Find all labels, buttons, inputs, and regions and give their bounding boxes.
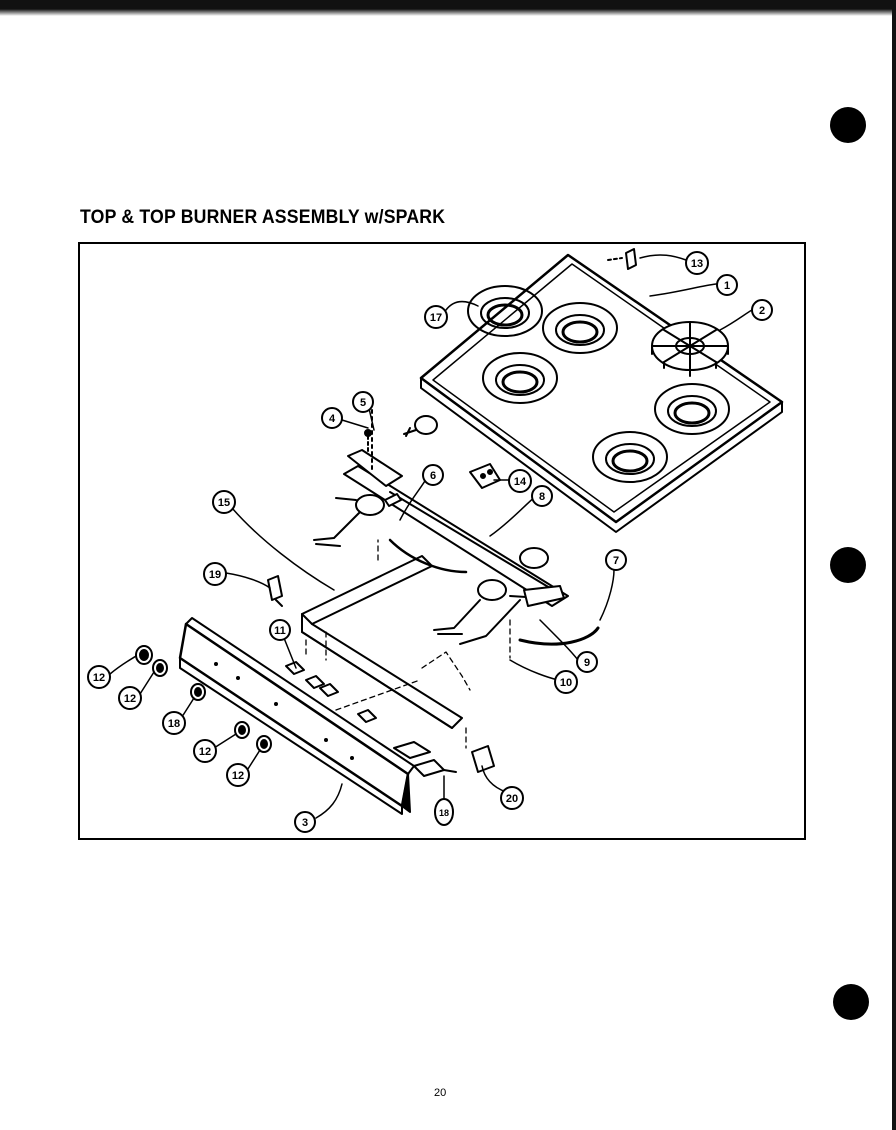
svg-text:1: 1 <box>724 280 730 292</box>
svg-text:8: 8 <box>539 491 545 503</box>
assembly-guide-lines <box>305 539 511 749</box>
svg-text:19: 19 <box>209 569 221 581</box>
scan-right-edge <box>892 0 896 1130</box>
scan-top-edge <box>0 0 896 16</box>
right-burner-head <box>433 547 565 645</box>
svg-text:18: 18 <box>439 808 449 818</box>
callout-13: 13 <box>685 251 709 275</box>
rear-valve <box>393 741 457 777</box>
punch-hole-top <box>830 107 866 143</box>
control-panel <box>178 617 415 815</box>
page-title: TOP & TOP BURNER ASSEMBLY w/SPARK <box>80 207 446 228</box>
svg-text:20: 20 <box>506 793 518 805</box>
callout-17: 17 <box>424 305 448 329</box>
svg-text:17: 17 <box>430 312 442 324</box>
callout-12: 12 <box>226 763 250 787</box>
burner-ring-front-right <box>592 431 668 483</box>
burner-ring-rear-center <box>542 302 618 354</box>
control-knob <box>135 645 153 665</box>
callout-14: 14 <box>508 469 532 493</box>
control-knob <box>190 683 206 701</box>
callout-18: 18 <box>434 798 454 826</box>
svg-text:9: 9 <box>584 657 590 669</box>
left-burner-head <box>313 493 402 547</box>
svg-text:3: 3 <box>302 817 308 829</box>
valve-bracket <box>471 745 495 773</box>
svg-text:12: 12 <box>199 746 211 758</box>
svg-text:5: 5 <box>360 397 366 409</box>
rear-valve-fitting <box>403 415 438 437</box>
callout-15: 15 <box>212 490 236 514</box>
svg-text:11: 11 <box>274 625 286 637</box>
callout-12: 12 <box>193 739 217 763</box>
control-knob <box>152 659 168 677</box>
punch-hole-bottom <box>833 984 869 1020</box>
callouts: 13 1 2 17 4 5 6 14 8 15 7 19 11 9 10 12 … <box>87 251 773 833</box>
diagram-frame <box>78 242 806 840</box>
burner-ring-right <box>654 383 730 435</box>
svg-text:15: 15 <box>218 497 230 509</box>
svg-text:2: 2 <box>759 305 765 317</box>
callout-10: 10 <box>554 670 578 694</box>
callout-2: 2 <box>751 299 773 321</box>
svg-text:4: 4 <box>329 413 336 425</box>
svg-text:18: 18 <box>168 718 180 730</box>
punch-hole-middle <box>830 547 866 583</box>
callout-1: 1 <box>716 274 738 296</box>
callout-19: 19 <box>203 562 227 586</box>
callout-7: 7 <box>605 549 627 571</box>
svg-text:12: 12 <box>93 672 105 684</box>
control-knob <box>234 721 250 739</box>
callout-18: 18 <box>162 711 186 735</box>
callout-11: 11 <box>269 619 291 641</box>
page-number: 20 <box>434 1087 447 1099</box>
svg-text:10: 10 <box>560 677 572 689</box>
burner-ring-rear-left <box>467 285 543 337</box>
callout-9: 9 <box>576 651 598 673</box>
callout-20: 20 <box>500 786 524 810</box>
leader-lines <box>109 254 753 819</box>
svg-text:6: 6 <box>430 470 436 482</box>
svg-text:13: 13 <box>691 258 703 270</box>
svg-text:14: 14 <box>514 476 527 488</box>
callout-6: 6 <box>422 464 444 486</box>
top-clip <box>607 248 637 270</box>
svg-text:12: 12 <box>232 770 244 782</box>
svg-text:12: 12 <box>124 693 136 705</box>
burner-ring-front-left <box>482 352 558 404</box>
callout-12: 12 <box>87 665 111 689</box>
callout-3: 3 <box>294 811 316 833</box>
spark-module <box>267 575 283 607</box>
gas-valves <box>285 661 377 723</box>
svg-text:7: 7 <box>613 555 619 567</box>
callout-5: 5 <box>352 391 374 413</box>
control-knob <box>256 735 272 753</box>
center-grate <box>651 321 729 377</box>
spark-wire <box>388 538 600 646</box>
callout-4: 4 <box>321 407 343 429</box>
callout-8: 8 <box>531 485 553 507</box>
callout-12: 12 <box>118 686 142 710</box>
mounting-bracket <box>469 463 501 489</box>
